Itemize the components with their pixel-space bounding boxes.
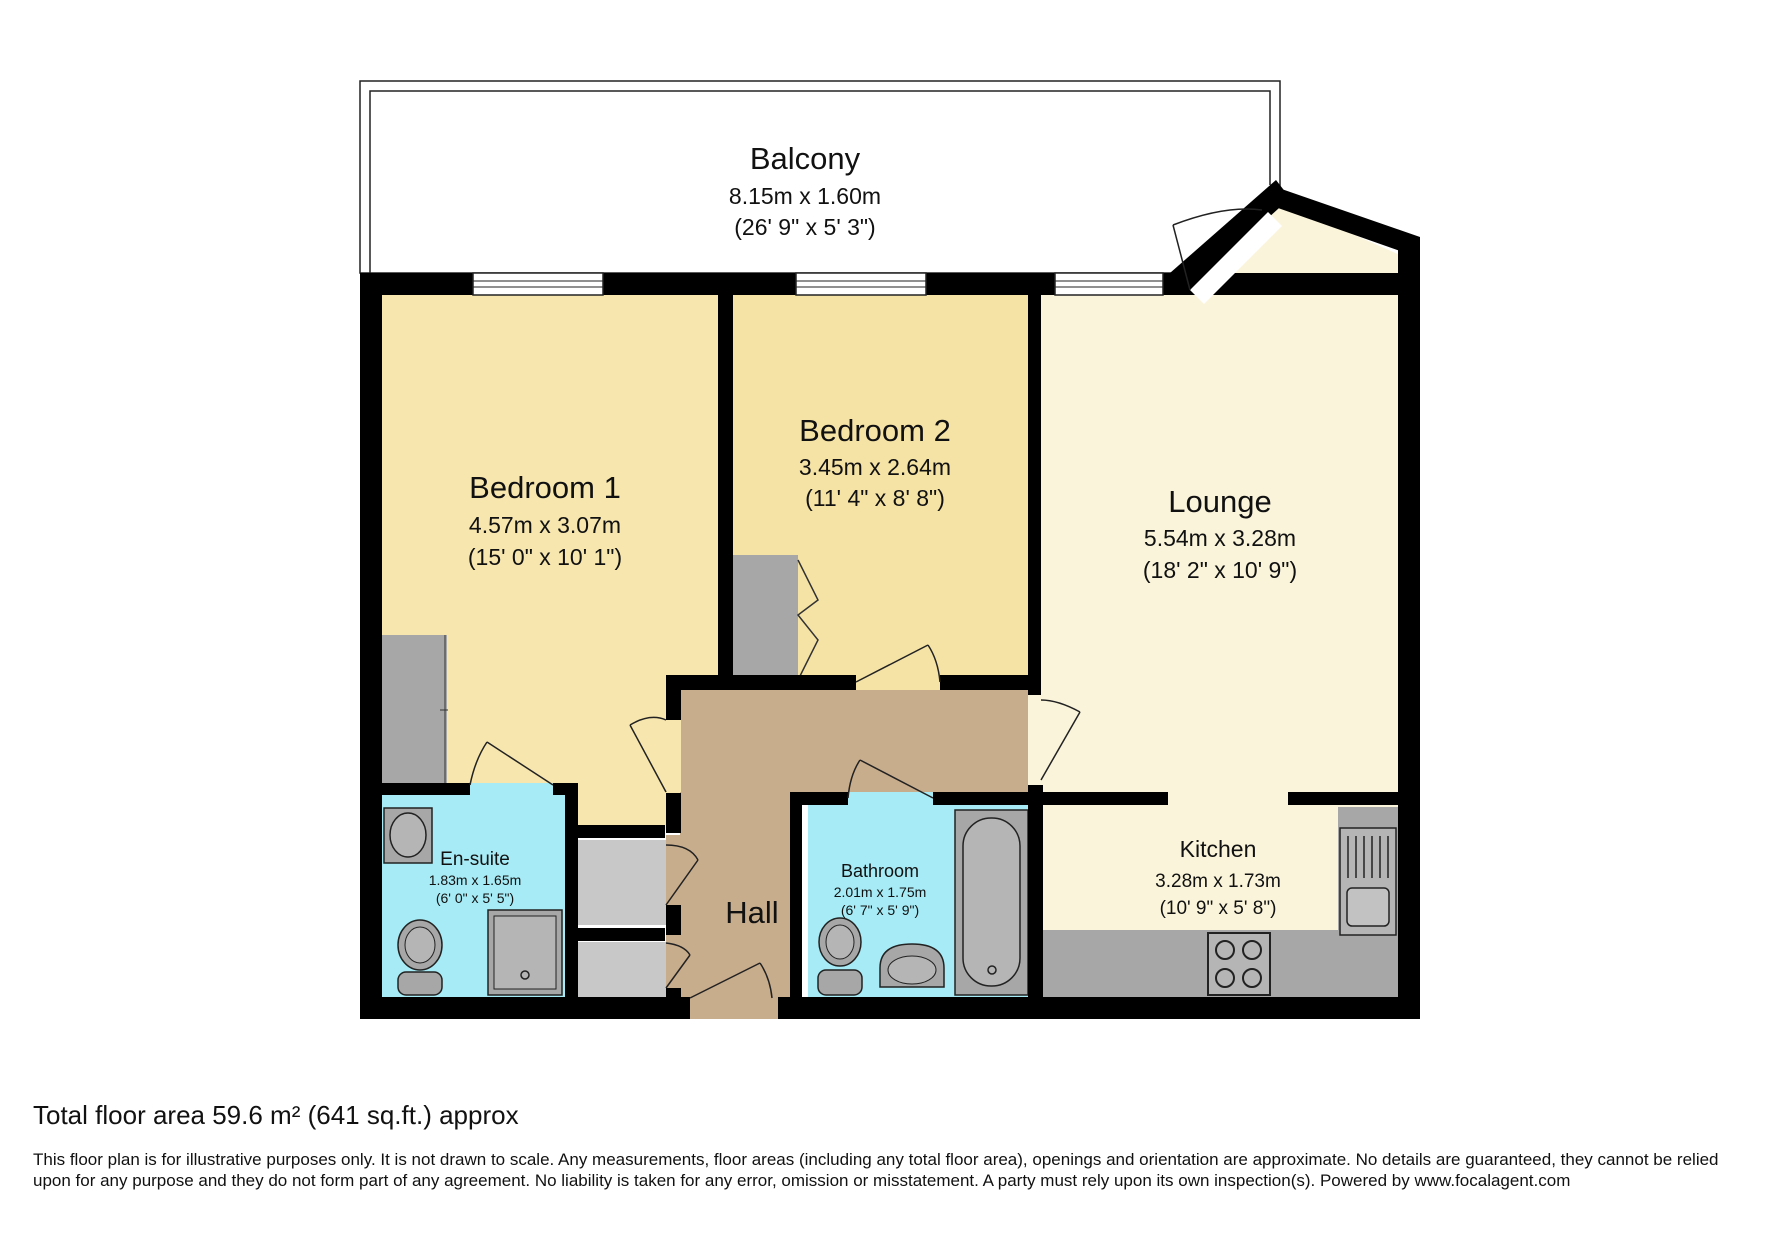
- cupboard-door-upper: [665, 835, 699, 906]
- lounge-door: [1028, 695, 1081, 785]
- lounge-window: [1054, 272, 1164, 296]
- bedroom-1-window: [472, 272, 604, 296]
- bedroom-1-label: Bedroom 1 4.57m x 3.07m (15' 0" x 10' 1"…: [468, 470, 622, 570]
- room-dimensions-imperial: (26' 9" x 5' 3"): [734, 214, 875, 240]
- balcony-label: Balcony 8.15m x 1.60m (26' 9" x 5' 3"): [729, 141, 881, 240]
- entrance-door: [689, 962, 778, 1019]
- disclaimer-text: This floor plan is for illustrative purp…: [33, 1150, 1719, 1190]
- lounge-floor: [1040, 200, 1400, 795]
- room-dimensions-metric: 8.15m x 1.60m: [729, 183, 881, 209]
- hall-floor: [680, 690, 1040, 997]
- shower-tray-icon: [487, 909, 563, 996]
- cupboard-door-lower: [665, 935, 691, 989]
- hob-icon: [1207, 932, 1271, 996]
- room-dimensions-imperial: (11' 4" x 8' 8"): [805, 485, 945, 511]
- ensuite-toilet-icon: [397, 919, 443, 996]
- room-dimensions-metric: 4.57m x 3.07m: [469, 512, 621, 538]
- bedroom-1-door: [629, 716, 681, 793]
- room-dimensions-metric: 2.01m x 1.75m: [834, 884, 927, 900]
- kitchen-label: Kitchen 3.28m x 1.73m (10' 9" x 5' 8"): [1155, 836, 1281, 919]
- room-name: Kitchen: [1180, 836, 1257, 862]
- bathroom-basin-icon: [879, 943, 945, 988]
- balcony-area: [359, 80, 1281, 274]
- bathtub-icon: [954, 809, 1029, 996]
- lounge-label: Lounge 5.54m x 3.28m (18' 2" x 10' 9"): [1143, 484, 1297, 583]
- kitchen-sink-icon: [1339, 827, 1397, 936]
- room-name: Balcony: [750, 141, 861, 176]
- room-name: Lounge: [1168, 484, 1271, 519]
- room-dimensions-metric: 3.28m x 1.73m: [1155, 871, 1281, 892]
- room-dimensions-imperial: (6' 0" x 5' 5"): [436, 890, 514, 906]
- bathroom-door: [847, 759, 934, 805]
- room-dimensions-metric: 1.83m x 1.65m: [429, 872, 522, 888]
- room-name: Bedroom 2: [799, 413, 951, 448]
- room-name: Bedroom 1: [469, 470, 621, 505]
- room-dimensions-metric: 3.45m x 2.64m: [799, 454, 951, 480]
- room-dimensions-imperial: (15' 0" x 10' 1"): [468, 544, 622, 570]
- balcony-door: [1172, 208, 1282, 304]
- room-name: Bathroom: [841, 861, 919, 881]
- bathroom-toilet-icon: [817, 917, 863, 996]
- room-dimensions-imperial: (6' 7" x 5' 9"): [841, 902, 919, 918]
- room-dimensions-metric: 5.54m x 3.28m: [1144, 525, 1296, 551]
- bedroom-2-window: [795, 272, 927, 296]
- bedroom-2-wardrobe: [733, 555, 819, 681]
- room-name: Hall: [725, 895, 778, 930]
- bedroom-2-door: [855, 644, 941, 690]
- total-floor-area: Total floor area 59.6 m² (641 sq.ft.) ap…: [33, 1100, 519, 1130]
- room-dimensions-imperial: (10' 9" x 5' 8"): [1160, 898, 1277, 919]
- room-name: En-suite: [440, 849, 510, 870]
- bedroom-2-label: Bedroom 2 3.45m x 2.64m (11' 4" x 8' 8"): [799, 413, 951, 511]
- ensuite-door: [469, 741, 554, 795]
- hall-storage-cupboards: [578, 840, 670, 997]
- ensuite-basin-icon: [383, 807, 433, 864]
- ensuite-label: En-suite 1.83m x 1.65m (6' 0" x 5' 5"): [429, 849, 522, 906]
- room-dimensions-imperial: (18' 2" x 10' 9"): [1143, 557, 1297, 583]
- walls: [360, 180, 1420, 1019]
- hall-label: Hall: [725, 895, 778, 930]
- bedroom-1-wardrobe: [382, 635, 448, 785]
- bathroom-label: Bathroom 2.01m x 1.75m (6' 7" x 5' 9"): [834, 861, 927, 918]
